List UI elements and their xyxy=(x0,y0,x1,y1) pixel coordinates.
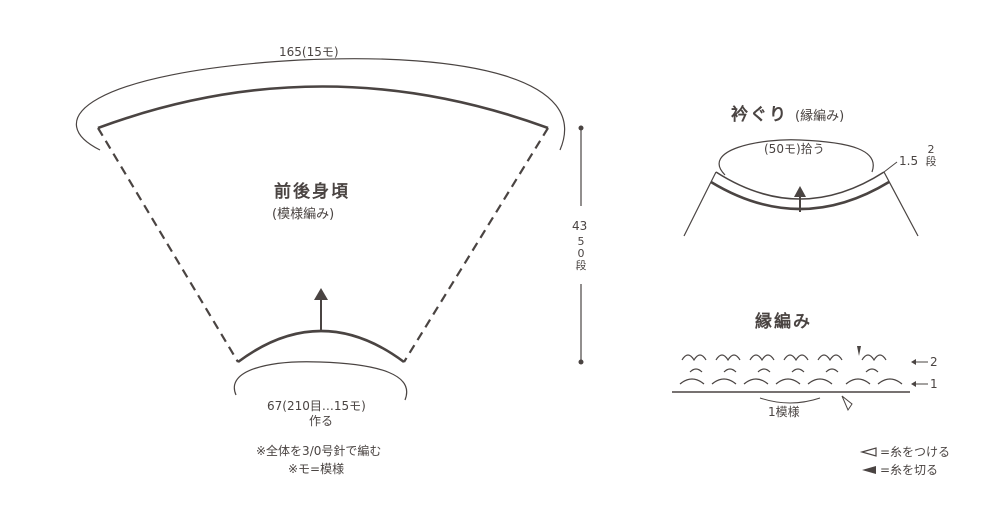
top-width-arc xyxy=(75,58,566,151)
neckline-edge-rows: 2段 xyxy=(925,143,937,168)
row-2-label: 2 xyxy=(930,355,938,369)
attach-yarn-mark xyxy=(841,395,853,412)
edge-width-leader xyxy=(883,161,898,173)
attach-yarn-icon xyxy=(859,447,877,457)
repeat-label: 1模様 xyxy=(768,405,800,419)
body-panel-title: 前後身頃 xyxy=(274,182,350,202)
body-panel xyxy=(75,58,566,401)
cast-on-label: 67(210目…15モ) xyxy=(267,399,366,413)
edging-title: 縁編み xyxy=(755,312,812,332)
row2-picot-loops xyxy=(681,354,887,362)
cast-on-arc xyxy=(233,361,408,401)
neckline-title: 衿ぐり xyxy=(731,105,788,125)
note-pattern: ※モ=模様 xyxy=(288,462,345,476)
neckline-diagram xyxy=(683,139,919,237)
neckline-subtitle: (縁編み) xyxy=(795,109,845,124)
pickup-arc xyxy=(718,139,874,176)
right-side-dashed xyxy=(403,127,549,363)
body-panel-subtitle: (模様編み) xyxy=(272,207,335,222)
edging-stitch-chart xyxy=(672,346,910,412)
neck-left-shoulder xyxy=(683,171,717,237)
legend-symbols xyxy=(859,447,877,474)
cast-on-label-2: 作る xyxy=(309,414,334,428)
height-dimension xyxy=(578,125,584,365)
top-edge xyxy=(97,85,549,130)
cut-yarn-icon xyxy=(862,466,876,474)
row1-chain-loops xyxy=(679,378,903,385)
row-arrows xyxy=(911,359,928,387)
cut-yarn-mark xyxy=(857,346,861,356)
neck-right-shoulder xyxy=(883,171,919,237)
left-side-dashed xyxy=(97,127,239,363)
height-value: 43 xyxy=(572,219,588,233)
top-width-label: 165(15モ) xyxy=(279,45,339,59)
repeat-bracket xyxy=(759,397,821,404)
note-needle: ※全体を3/0号針で編む xyxy=(256,444,382,458)
row-connectors xyxy=(689,368,879,373)
legend-attach-yarn: =糸をつける xyxy=(880,445,951,459)
neckline-edge-value: 1.5 xyxy=(899,154,919,168)
neckline-pickup: (50モ)拾う xyxy=(764,142,825,156)
legend-cut-yarn: =糸を切る xyxy=(880,463,939,477)
bottom-edge xyxy=(237,329,405,364)
height-rows: 50段 xyxy=(575,235,587,272)
row-1-label: 1 xyxy=(930,377,938,391)
